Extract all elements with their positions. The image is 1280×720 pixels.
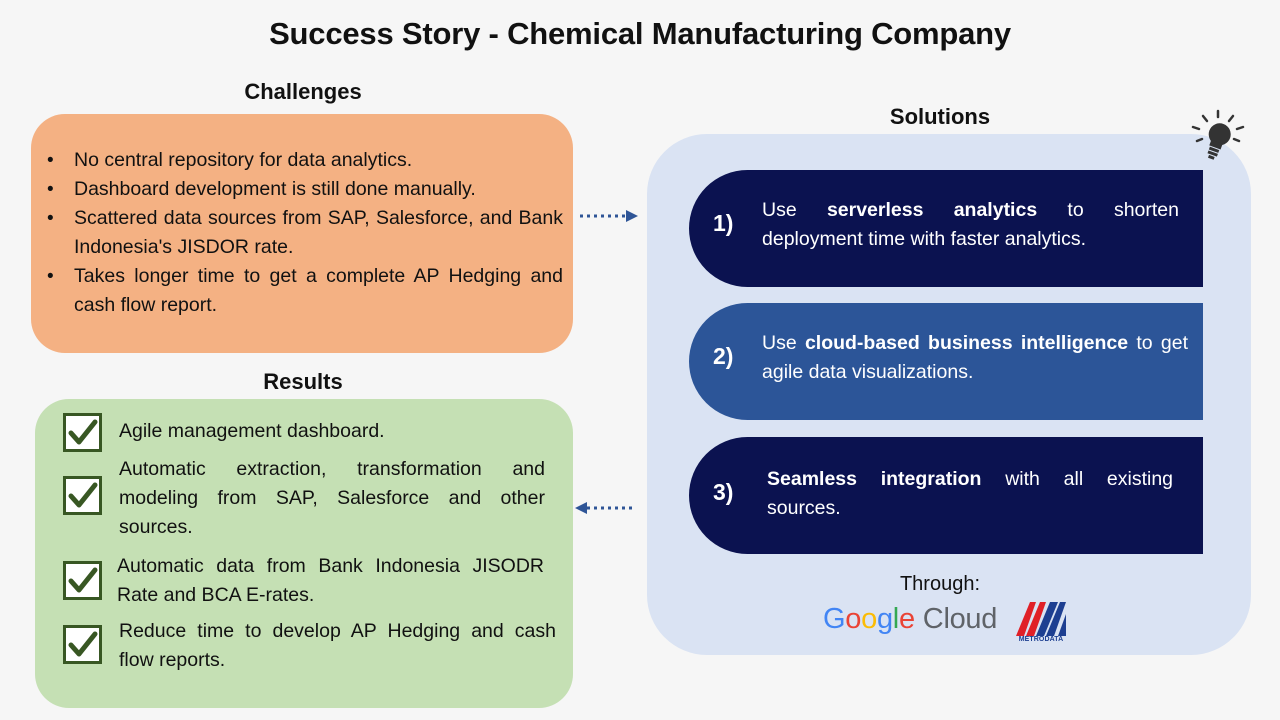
solution-text: Seamless integration with all existing s… [767, 465, 1173, 523]
solution-text-post: to shorten deployment time with faster a… [762, 199, 1179, 250]
challenges-list: No central repository for data analytics… [45, 146, 563, 320]
solution-number: 2) [713, 343, 734, 369]
result-text: Automatic data from Bank Indonesia JISOD… [117, 555, 544, 606]
challenge-item: Dashboard development is still done manu… [45, 175, 563, 204]
checkbox-icon [63, 561, 102, 600]
page-title: Success Story - Chemical Manufacturing C… [269, 16, 1011, 51]
arrow-left-icon [575, 502, 633, 514]
result-text: Reduce time to develop AP Hedging and ca… [119, 620, 556, 671]
solution-text-post: with all existing sources. [767, 468, 1174, 519]
checkbox-icon [63, 413, 102, 452]
logo-letter: o [845, 603, 862, 635]
challenges-heading: Challenges [244, 79, 362, 104]
result-item [63, 625, 102, 664]
challenge-item: Takes longer time to get a complete AP H… [45, 262, 563, 320]
solution-text-bold: cloud-based business intelligence [804, 332, 1129, 354]
solution-text-bold: serverless analytics [826, 199, 1038, 221]
solution-text: Use cloud-based business intelligence to… [762, 329, 1188, 387]
result-text: Automatic extraction, transformation and… [119, 458, 545, 538]
result-item [63, 561, 102, 600]
result-item [63, 413, 102, 452]
logo-letter: o [861, 603, 877, 635]
lightbulb-icon [1191, 109, 1245, 160]
logo-word: Cloud [922, 603, 998, 635]
results-box: Agile management dashboard. Automatic ex… [35, 399, 573, 708]
solution-card-2: 2) Use cloud-based business intelligence… [689, 303, 1203, 420]
results-heading: Results [263, 369, 343, 394]
arrow-right-icon [580, 210, 638, 222]
checkbox-icon [63, 625, 102, 664]
solutions-heading: Solutions [889, 104, 991, 129]
challenge-item: Scattered data sources from SAP, Salesfo… [45, 204, 563, 262]
solution-number: 3) [713, 479, 734, 505]
solution-text-pre: Use [762, 199, 827, 221]
metrodata-label: METRODATA [1018, 636, 1064, 643]
logo-letter: g [876, 603, 893, 635]
solution-text: Use serverless analytics to shorten depl… [762, 196, 1179, 254]
solution-card-3: 3) Seamless integration with all existin… [689, 437, 1203, 554]
result-text: Agile management dashboard. [119, 420, 385, 442]
challenge-item: No central repository for data analytics… [45, 146, 563, 175]
logo-letter: l [892, 603, 899, 635]
checkbox-icon [63, 476, 102, 515]
logo-letter: G [823, 603, 846, 635]
solution-card-1: 1) Use serverless analytics to shorten d… [689, 170, 1203, 287]
solution-text-post: to get agile data visualizations. [762, 332, 1188, 383]
result-item [63, 476, 102, 515]
challenges-box: No central repository for data analytics… [31, 114, 573, 353]
through-label: Through: [899, 573, 981, 595]
metrodata-logo-icon [1016, 602, 1066, 636]
solution-text-bold: Seamless integration [767, 468, 982, 490]
solution-number: 1) [713, 210, 734, 236]
logo-letter: e [898, 603, 915, 635]
solution-text-pre: Use [762, 332, 805, 354]
